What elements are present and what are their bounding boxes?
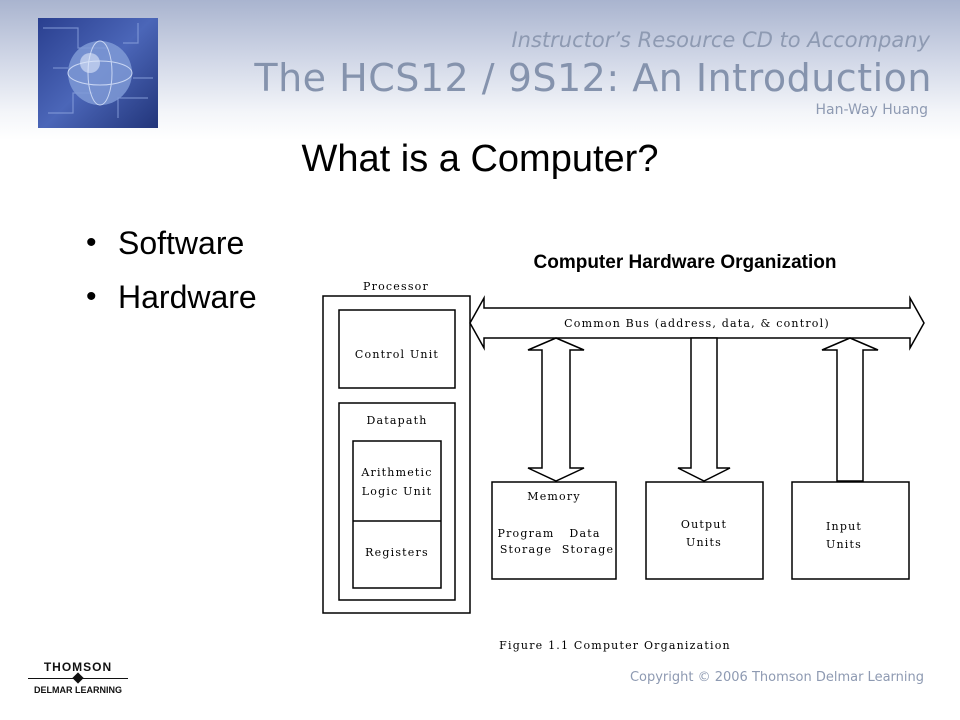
common-bus-arrow <box>469 295 925 351</box>
bullet-item: • Hardware <box>82 276 257 330</box>
logo-divider <box>28 672 128 684</box>
control-unit-box <box>338 309 456 389</box>
bullet-icon: • <box>86 226 97 259</box>
program-storage-line1: Program <box>498 527 555 540</box>
processor-box <box>322 295 471 614</box>
globe-circuit-logo <box>38 18 158 128</box>
input-units-box <box>791 481 910 580</box>
memory-bus-arrow <box>527 337 585 482</box>
diamond-icon <box>72 672 84 684</box>
slide-title: What is a Computer? <box>301 138 659 180</box>
copyright-notice: Copyright © 2006 Thomson Delmar Learning <box>629 670 924 685</box>
data-storage-line1: Data <box>569 527 600 540</box>
book-subtitle: Instructor’s Resource CD to Accompany <box>511 28 930 52</box>
bullet-text: Software <box>118 225 245 261</box>
publisher-name: THOMSON <box>43 660 113 674</box>
output-units-line1: Output <box>681 518 727 531</box>
bullet-item: • Software <box>82 222 257 276</box>
input-units-line2: Units <box>826 538 862 551</box>
datapath-box <box>338 402 456 601</box>
output-units-box <box>645 481 764 580</box>
output-bus-arrow <box>677 337 731 482</box>
bullet-text: Hardware <box>118 279 257 315</box>
program-storage-line2: Storage <box>500 543 552 556</box>
book-author: Han-Way Huang <box>815 102 928 118</box>
book-title: The HCS12 / 9S12: An Introduction <box>254 56 932 100</box>
input-units-line1: Input <box>826 520 862 533</box>
publisher-logo: THOMSON DELMAR LEARNING <box>28 660 128 695</box>
imprint-name: DELMAR LEARNING <box>34 685 122 695</box>
output-units-line2: Units <box>686 536 722 549</box>
registers-label: Registers <box>365 546 429 559</box>
memory-box <box>491 481 617 580</box>
control-unit-label: Control Unit <box>355 348 439 361</box>
bullet-icon: • <box>86 280 97 313</box>
diagram-heading: Computer Hardware Organization <box>533 252 837 273</box>
header-band <box>0 0 960 140</box>
memory-label: Memory <box>527 490 581 503</box>
alu-registers-box <box>352 440 442 589</box>
alu-label-line1: Arithmetic <box>360 466 432 479</box>
common-bus-label: Common Bus (address, data, & control) <box>564 317 830 330</box>
processor-label: Processor <box>363 280 429 293</box>
bullet-list: • Software • Hardware <box>82 222 257 330</box>
data-storage-line2: Storage <box>562 543 614 556</box>
globe-icon <box>43 23 153 118</box>
datapath-label: Datapath <box>366 414 427 427</box>
input-bus-arrow <box>821 337 879 482</box>
alu-label-line2: Logic Unit <box>362 485 432 498</box>
figure-caption: Figure 1.1 Computer Organization <box>499 639 731 652</box>
